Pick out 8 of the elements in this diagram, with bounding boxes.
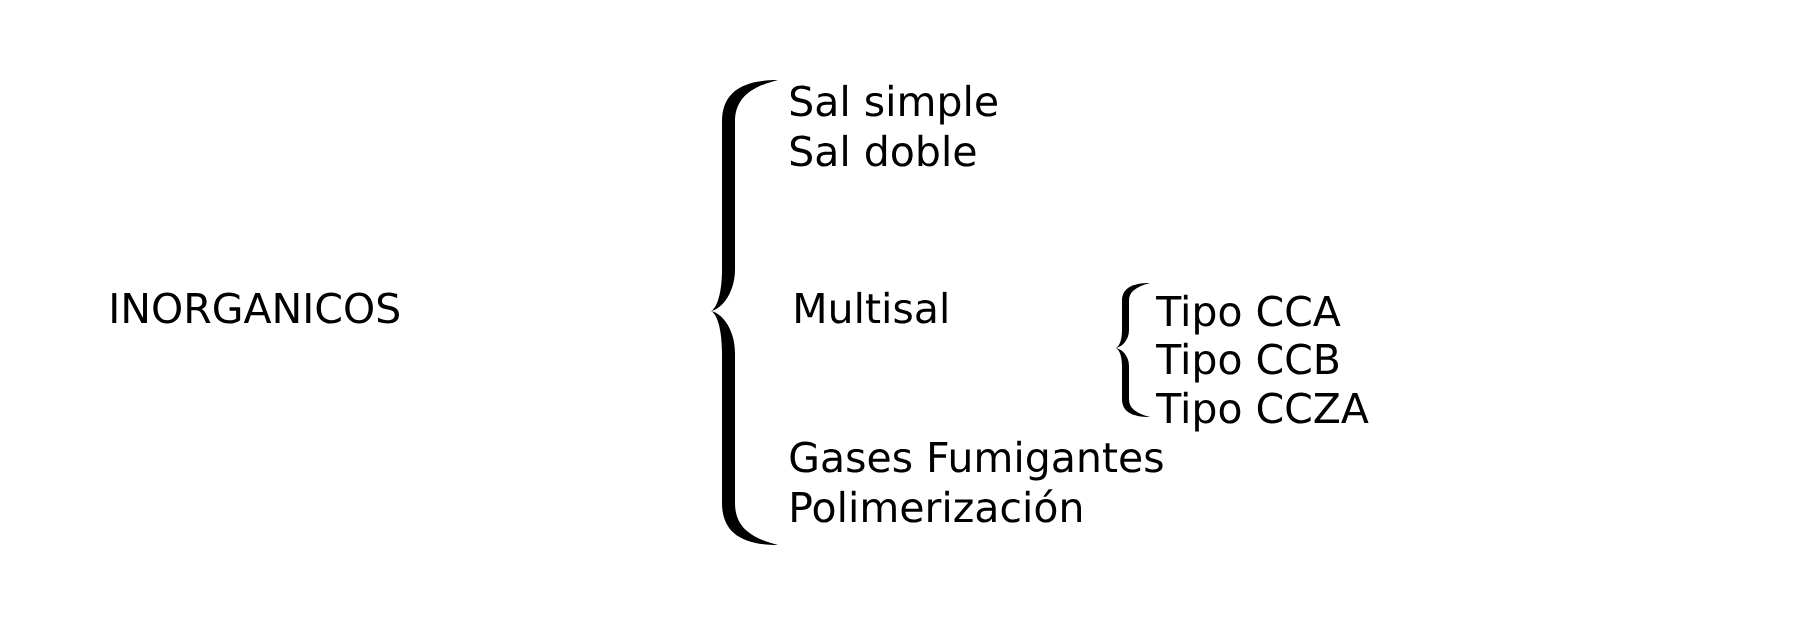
- type-label: Tipo CCA: [1156, 294, 1341, 335]
- type-label: Tipo CCZA: [1156, 391, 1369, 432]
- type-label: Tipo CCB: [1156, 342, 1338, 383]
- class-label: Polimerización: [792, 489, 1081, 523]
- category-label: INORGANICOS: [112, 292, 399, 324]
- class-label: Gases Fumigantes: [790, 440, 1163, 481]
- curly-brace: [1115, 283, 1150, 417]
- curly-brace: [710, 80, 778, 545]
